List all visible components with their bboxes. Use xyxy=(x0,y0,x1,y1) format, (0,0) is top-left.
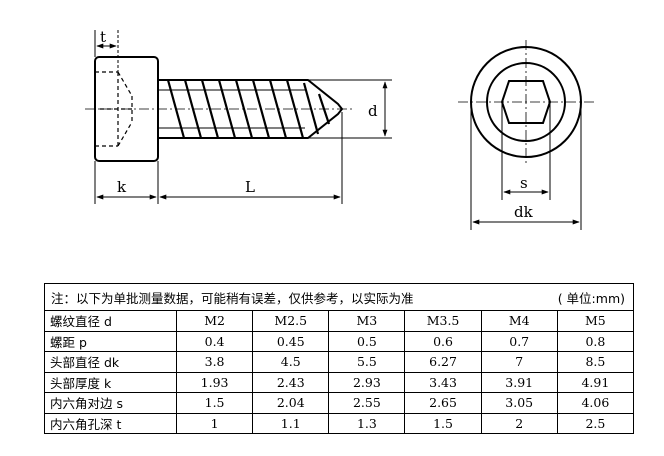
spec-cell: M4 xyxy=(480,310,558,332)
spec-row-label: 头部直径 dk xyxy=(44,351,177,373)
spec-cell: 2.93 xyxy=(328,371,406,393)
spec-row-label: 头部厚度 k xyxy=(44,371,177,393)
spec-cell: M2 xyxy=(175,310,254,332)
spec-cell: 4.06 xyxy=(556,392,635,414)
side-view xyxy=(85,30,392,204)
spec-table: 注：以下为单批测量数据，可能稍有误差，仅供参考，以实际为准 ( 单位:mm) 螺… xyxy=(44,283,635,434)
spec-note: 注：以下为单批测量数据，可能稍有误差，仅供参考，以实际为准 xyxy=(51,290,414,306)
spec-cell: 0.5 xyxy=(328,330,406,352)
spec-cell: 2.55 xyxy=(328,392,406,414)
end-view xyxy=(458,40,596,230)
spec-cell: 0.8 xyxy=(556,330,635,352)
spec-cell: 4.5 xyxy=(252,351,330,373)
spec-cell: 3.43 xyxy=(404,371,482,393)
head-inner-circle xyxy=(486,62,566,142)
spec-cell: 0.6 xyxy=(404,330,482,352)
spec-cell: 2.65 xyxy=(404,392,482,414)
spec-cell: 1.93 xyxy=(175,371,254,393)
spec-cell: 0.4 xyxy=(175,330,254,352)
spec-cell: 3.05 xyxy=(480,392,558,414)
spec-unit: ( 单位:mm) xyxy=(557,290,625,306)
spec-cell: 1.1 xyxy=(252,412,330,434)
spec-row-label: 螺纹直径 d xyxy=(44,310,177,332)
dim-label-s: s xyxy=(520,174,528,192)
spec-cell: 4.91 xyxy=(556,371,635,393)
spec-cell: 2.04 xyxy=(252,392,330,414)
spec-cell: M5 xyxy=(556,310,635,332)
spec-note-row: 注：以下为单批测量数据，可能稍有误差，仅供参考，以实际为准 ( 单位:mm) xyxy=(44,283,634,311)
spec-cell: 3.8 xyxy=(175,351,254,373)
spec-cell: 1 xyxy=(175,412,254,434)
spec-cell: 0.45 xyxy=(252,330,330,352)
dim-label-k: k xyxy=(117,178,127,196)
spec-cell: 8.5 xyxy=(556,351,635,373)
dim-label-t: t xyxy=(100,28,106,46)
spec-cell: 3.91 xyxy=(480,371,558,393)
spec-cell: M3 xyxy=(328,310,406,332)
spec-cell: 2.5 xyxy=(556,412,635,434)
dim-label-L: L xyxy=(245,178,255,196)
spec-cell: M3.5 xyxy=(404,310,482,332)
spec-row-label: 螺距 p xyxy=(44,330,177,352)
spec-cell: 2 xyxy=(480,412,558,434)
dim-label-d: d xyxy=(368,102,378,120)
spec-cell: 1.3 xyxy=(328,412,406,434)
dim-label-dk: dk xyxy=(514,203,534,221)
spec-cell: 6.27 xyxy=(404,351,482,373)
spec-row-label: 内六角孔深 t xyxy=(44,412,177,434)
spec-cell: 1.5 xyxy=(175,392,254,414)
spec-cell: 0.7 xyxy=(480,330,558,352)
spec-cell: 5.5 xyxy=(328,351,406,373)
screw-technical-drawing: t d k L s dk xyxy=(85,28,596,230)
spec-cell: 7 xyxy=(480,351,558,373)
spec-row-label: 内六角对边 s xyxy=(44,392,177,414)
spec-cell: 2.43 xyxy=(252,371,330,393)
spec-cell: M2.5 xyxy=(252,310,330,332)
spec-cell: 1.5 xyxy=(404,412,482,434)
